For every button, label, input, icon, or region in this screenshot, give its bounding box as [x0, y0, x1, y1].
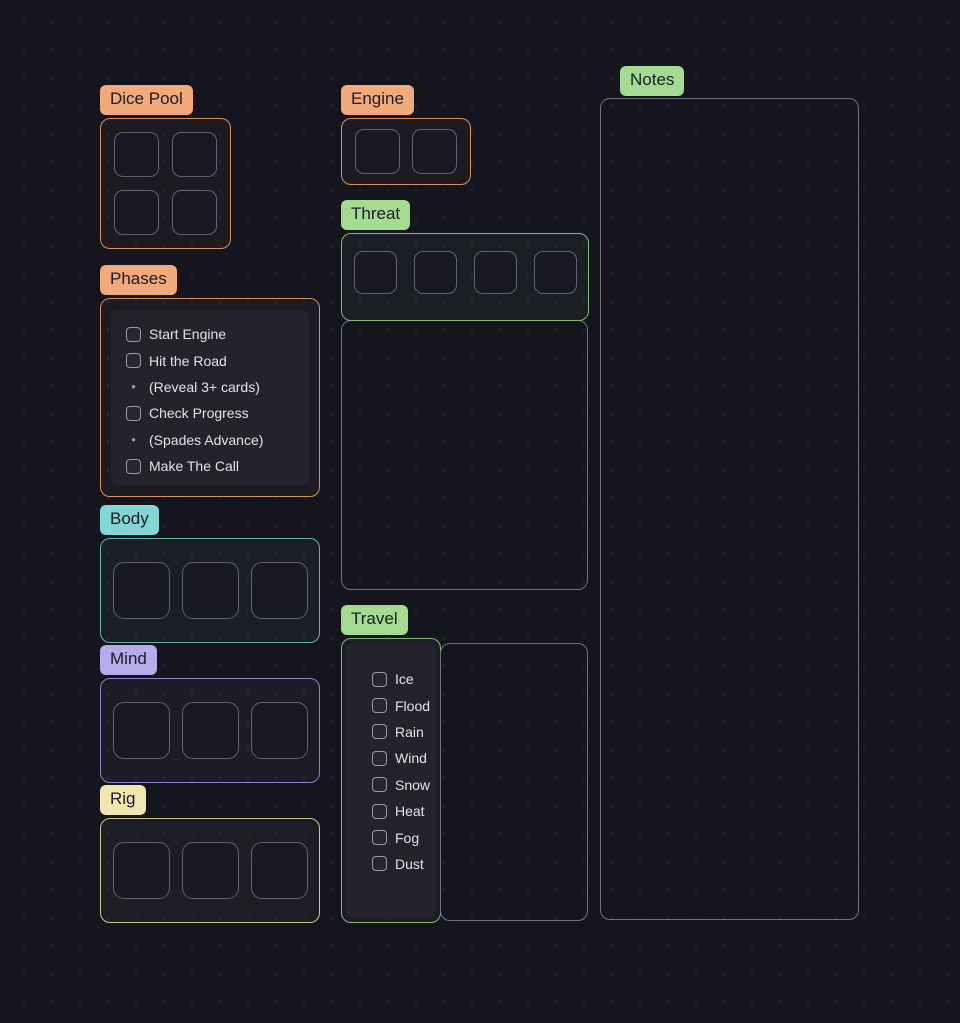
rig-container — [100, 818, 320, 923]
checkbox[interactable] — [126, 326, 141, 342]
rig-slots — [101, 819, 319, 922]
engine-label: Engine — [341, 85, 414, 115]
travel-label: Travel — [341, 605, 408, 635]
travel-card-area[interactable] — [440, 643, 588, 921]
checklist-item-label: Make The Call — [149, 458, 240, 475]
checklist-item: Flood — [372, 692, 431, 718]
dice-slot[interactable] — [172, 132, 217, 177]
mind-label: Mind — [100, 645, 157, 675]
checklist-item-label: Hit the Road — [149, 352, 227, 369]
card-slot[interactable] — [250, 562, 308, 619]
threat-slot[interactable] — [533, 251, 577, 294]
checklist-item: Ice — [372, 666, 428, 692]
mind-slots — [101, 679, 319, 782]
checkbox[interactable] — [372, 750, 387, 766]
dice-slot[interactable] — [114, 190, 159, 235]
checklist-item: Rain — [372, 719, 428, 745]
body-slots — [101, 539, 319, 642]
travel-checklist: Ice Flood Rain Wind Snow Heat Fog Dust — [346, 643, 436, 918]
checklist-item-label: Flood — [395, 697, 431, 714]
checklist-item-label: (Reveal 3+ cards) — [149, 378, 260, 395]
threat-slot[interactable] — [473, 251, 517, 294]
checklist-item: Snow — [372, 772, 431, 798]
mind-container — [100, 678, 320, 783]
engine-slots — [342, 119, 470, 184]
threat-slot[interactable] — [353, 251, 397, 294]
checkbox[interactable] — [372, 803, 387, 819]
threat-container — [341, 233, 589, 321]
rig-label: Rig — [100, 785, 146, 815]
phases-checklist: Start Engine Hit the Road • (Reveal 3+ c… — [111, 310, 309, 485]
card-slot[interactable] — [181, 562, 239, 619]
notes-label: Notes — [620, 66, 685, 96]
checklist-item-label: Heat — [395, 803, 425, 820]
dice-slot[interactable] — [412, 129, 457, 174]
card-slot[interactable] — [250, 842, 308, 899]
dice-pool-slots — [101, 119, 230, 248]
dice-slot[interactable] — [114, 132, 159, 177]
checklist-item-label: Check Progress — [149, 405, 249, 422]
checklist-item-label: Start Engine — [149, 326, 227, 343]
card-slot[interactable] — [112, 702, 170, 759]
checkbox[interactable] — [372, 830, 387, 846]
engine-container — [341, 118, 471, 185]
travel-container: Ice Flood Rain Wind Snow Heat Fog Dust — [341, 638, 441, 923]
checklist-item: Check Progress — [126, 400, 299, 426]
checklist-item-label: Fog — [395, 829, 420, 846]
card-slot[interactable] — [181, 842, 239, 899]
threat-slot[interactable] — [413, 251, 457, 294]
checklist-item: Start Engine — [126, 321, 299, 347]
card-slot[interactable] — [181, 702, 239, 759]
checkbox[interactable] — [126, 353, 141, 369]
checklist-item: Wind — [372, 745, 428, 771]
card-slot[interactable] — [112, 842, 170, 899]
card-slot[interactable] — [112, 562, 170, 619]
body-label: Body — [100, 505, 159, 535]
card-slot[interactable] — [250, 702, 308, 759]
bullet-icon: • — [131, 432, 136, 448]
threat-slots — [342, 234, 588, 320]
checklist-item-label: Rain — [395, 723, 424, 740]
checkbox[interactable] — [126, 458, 141, 474]
checkbox[interactable] — [372, 777, 387, 793]
dice-pool-label: Dice Pool — [100, 85, 193, 115]
checklist-item: Make The Call — [126, 453, 299, 479]
checklist-item-label: Dust — [395, 855, 424, 872]
checkbox[interactable] — [372, 724, 387, 740]
checkbox[interactable] — [372, 671, 387, 687]
threat-label: Threat — [341, 200, 411, 230]
checklist-item: Hit the Road — [126, 347, 299, 373]
body-container — [100, 538, 320, 643]
dice-slot[interactable] — [172, 190, 217, 235]
checklist-item: Dust — [372, 851, 428, 877]
checklist-item-label: Snow — [395, 776, 431, 793]
notes-area[interactable] — [600, 98, 859, 920]
checklist-item-label: Wind — [395, 750, 427, 767]
checklist-item: • (Spades Advance) — [126, 427, 299, 453]
checklist-item: Fog — [372, 824, 428, 850]
threat-card-area[interactable] — [341, 320, 588, 590]
checkbox[interactable] — [126, 405, 141, 421]
checklist-item-label: Ice — [395, 671, 414, 688]
phases-container: Start Engine Hit the Road • (Reveal 3+ c… — [100, 298, 320, 497]
checklist-item: Heat — [372, 798, 428, 824]
checkbox[interactable] — [372, 856, 387, 872]
phases-label: Phases — [100, 265, 177, 295]
checkbox[interactable] — [372, 698, 387, 714]
checklist-item: • (Reveal 3+ cards) — [126, 374, 299, 400]
checklist-item-label: (Spades Advance) — [149, 431, 264, 448]
dice-pool-container — [100, 118, 231, 249]
bullet-icon: • — [131, 379, 136, 395]
dice-slot[interactable] — [355, 129, 400, 174]
